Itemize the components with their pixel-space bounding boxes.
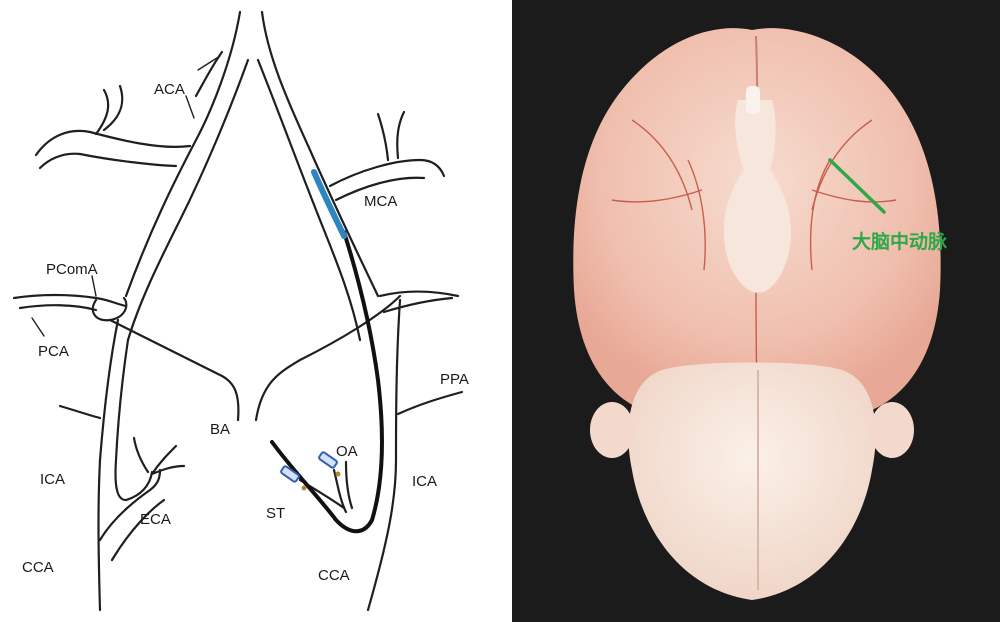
clip-lower bbox=[280, 465, 300, 483]
aca-vessel bbox=[124, 10, 242, 298]
label-st: ST bbox=[266, 505, 285, 522]
cerebellum bbox=[628, 362, 876, 600]
label-pca: PCA bbox=[38, 343, 69, 360]
label-aca: ACA bbox=[154, 81, 185, 98]
leader-pcoma bbox=[91, 275, 97, 297]
label-eca: ECA bbox=[140, 511, 171, 528]
label-ica-left: ICA bbox=[40, 471, 65, 488]
label-ica-right: ICA bbox=[412, 473, 437, 490]
cca-left-eca bbox=[98, 468, 162, 542]
paraflocculus-left bbox=[590, 402, 634, 458]
pca-vessel bbox=[12, 293, 128, 308]
cca-left-outer bbox=[110, 498, 166, 562]
olfactory-tract bbox=[723, 100, 792, 293]
cerebral-artery-schematic: ACA MCA PComA PCA PPA BA OA ICA ICA ST E… bbox=[12, 10, 469, 612]
label-mca: MCA bbox=[364, 193, 397, 210]
mca-vessel-b bbox=[334, 176, 426, 202]
label-oa: OA bbox=[336, 443, 358, 460]
rat-brain-photo: 大脑中动脉 bbox=[512, 0, 1000, 622]
ppa-vessel bbox=[396, 390, 464, 416]
label-cca-right: CCA bbox=[318, 567, 350, 584]
ica-right bbox=[366, 298, 402, 612]
aca-inner-right bbox=[256, 58, 362, 342]
filament bbox=[270, 230, 384, 534]
frontal-branch-left-b bbox=[38, 152, 178, 170]
aca-vessel-right bbox=[260, 10, 380, 298]
posterior-arch-right bbox=[254, 294, 402, 422]
branch-left-twig bbox=[94, 84, 124, 136]
ica-left-b bbox=[114, 338, 130, 502]
mca-twig bbox=[376, 110, 406, 162]
pca-vessel-b bbox=[18, 304, 98, 312]
posterior-arch-left bbox=[108, 318, 240, 422]
eca-left bbox=[124, 436, 186, 502]
annotation-mca-chinese: 大脑中动脉 bbox=[852, 230, 948, 253]
label-ba: BA bbox=[210, 421, 230, 438]
label-cca-left: CCA bbox=[22, 559, 54, 576]
occipital-branch bbox=[332, 460, 354, 514]
filament-blue-tip bbox=[311, 169, 347, 239]
frontal-branch-left bbox=[34, 129, 192, 157]
paraflocculus-right bbox=[870, 402, 914, 458]
clip-upper bbox=[318, 451, 338, 469]
mca-vessel bbox=[328, 158, 446, 188]
olfactory-bulb bbox=[746, 86, 760, 114]
leader-aca bbox=[197, 55, 221, 71]
ica-left bbox=[97, 318, 120, 612]
leader-aca-b bbox=[185, 95, 195, 119]
ligature-st bbox=[301, 485, 307, 491]
ligature-oa bbox=[335, 471, 341, 477]
label-ppa: PPA bbox=[440, 371, 469, 388]
leader-pca bbox=[31, 317, 45, 337]
pca-right bbox=[378, 290, 460, 314]
eca-lower bbox=[58, 404, 102, 420]
label-pcoma: PComA bbox=[46, 261, 98, 278]
mca-annotation-arrow bbox=[828, 158, 886, 214]
aca-inner-left bbox=[126, 58, 250, 342]
